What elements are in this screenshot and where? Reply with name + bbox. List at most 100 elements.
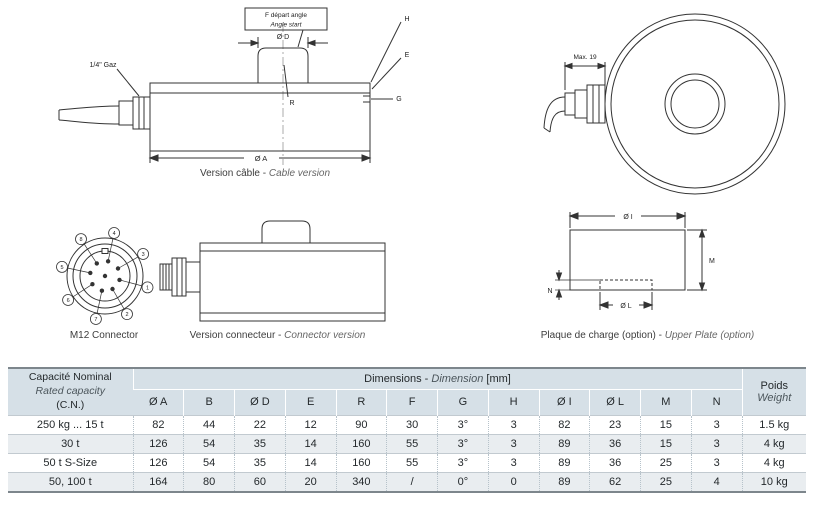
center-hole xyxy=(664,73,726,135)
capacity-header: Capacité Nominal Rated capacity (C.N.) xyxy=(8,369,133,415)
annotation-angle-start-fr: F départ angle xyxy=(265,12,307,19)
dimension-cell: 54 xyxy=(183,452,235,472)
dimension-cell: 89 xyxy=(538,471,590,491)
dimension-cell: 20 xyxy=(284,471,336,491)
connector-outer-circle xyxy=(66,237,144,315)
pin-number-7: 7 xyxy=(94,317,97,323)
upper-plate-drawing: Ø I M N Ø L xyxy=(547,212,715,310)
weight-cell: 4 kg xyxy=(741,452,806,472)
dimension-cell: 82 xyxy=(132,414,184,434)
dimension-cell: 14 xyxy=(284,433,336,453)
dimension-cell: 35 xyxy=(234,452,286,472)
column-header-m: M xyxy=(640,388,692,415)
annotation-angle-start-en: Angle start xyxy=(269,22,302,29)
cable-line xyxy=(58,105,120,111)
pin-number-1: 1 xyxy=(146,285,149,291)
angle-label-box xyxy=(244,7,328,31)
column-header-f: F xyxy=(386,388,438,415)
dimensions-header: Dimensions - Dimension [mm] xyxy=(132,369,742,389)
column-header-b: B xyxy=(183,388,235,415)
load-button-outline xyxy=(257,47,309,83)
caption-cable-version: Version câble - Cable version xyxy=(140,168,390,179)
dim-label-dia-l: Ø L xyxy=(620,303,631,310)
dimension-cell: / xyxy=(386,471,438,491)
dim-label-m: M xyxy=(709,258,715,265)
dimension-cell: 89 xyxy=(538,452,590,472)
dim-label-dia-a: Ø A xyxy=(255,154,268,163)
dim-label-r: R xyxy=(289,100,294,107)
dimension-cell: 90 xyxy=(335,414,387,434)
caption-cable-fr: Version câble - xyxy=(199,168,269,179)
side-connector xyxy=(586,84,606,124)
dimension-cell: 35 xyxy=(234,433,286,453)
dimension-cell: 160 xyxy=(335,452,387,472)
dimension-cell: 36 xyxy=(589,433,641,453)
dim-label-e: E xyxy=(405,52,410,59)
weight-cell: 4 kg xyxy=(741,433,806,453)
body-outline xyxy=(199,242,386,322)
column-header-dia-d: Ø D xyxy=(234,388,286,415)
dimension-cell: 12 xyxy=(284,414,336,434)
dimension-cell: 3 xyxy=(487,414,539,434)
dimension-cell: 164 xyxy=(132,471,184,491)
dimension-cell: 3 xyxy=(690,433,742,453)
dimensions-header-fr: Dimensions - xyxy=(364,372,432,385)
dimension-cell: 0° xyxy=(437,471,489,491)
caption-upper-plate: Plaque de charge (option) - Upper Plate … xyxy=(540,330,755,341)
dimension-cell: 55 xyxy=(386,433,438,453)
dimension-cell: 30 xyxy=(386,414,438,434)
pin-number-3: 3 xyxy=(142,252,145,258)
dimension-cell: 3 xyxy=(487,452,539,472)
weight-header: Poids Weight xyxy=(741,369,806,415)
dimension-cell: 0 xyxy=(487,471,539,491)
dimension-cell: 3 xyxy=(690,414,742,434)
dimension-cell: 23 xyxy=(589,414,641,434)
pin-contacts xyxy=(88,259,122,293)
pin-number-2: 2 xyxy=(125,312,128,318)
caption-connector-fr: Version connecteur - xyxy=(189,330,285,341)
top-view-drawing: Max. 19 xyxy=(543,13,786,195)
pin-number-5: 5 xyxy=(60,265,63,271)
dimensions-header-unit: [mm] xyxy=(483,372,511,385)
caption-plate-en: Upper Plate (option) xyxy=(664,330,755,341)
dimension-cell: 3 xyxy=(487,433,539,453)
weight-header-fr: Poids xyxy=(760,379,789,392)
dimension-cell: 3° xyxy=(437,414,489,434)
dimension-cell: 22 xyxy=(234,414,286,434)
dimension-cell: 3° xyxy=(437,452,489,472)
dimension-cell: 25 xyxy=(640,452,692,472)
dimension-cell: 82 xyxy=(538,414,590,434)
weight-header-en: Weight xyxy=(757,391,792,404)
pin-number-8: 8 xyxy=(79,237,82,243)
dimension-cell: 80 xyxy=(183,471,235,491)
dimension-cell: 160 xyxy=(335,433,387,453)
pin-callout-bubbles xyxy=(56,227,154,325)
dimension-cell: 36 xyxy=(589,452,641,472)
dimension-cell: 126 xyxy=(132,452,184,472)
outer-circle xyxy=(604,13,786,195)
caption-m12-label: M12 Connector xyxy=(69,330,139,341)
dimension-cell: 89 xyxy=(538,433,590,453)
connector-version-drawing xyxy=(159,220,386,322)
dim-label-g: G xyxy=(396,96,401,103)
connector-plug xyxy=(185,261,201,293)
weight-cell: 1.5 kg xyxy=(741,414,806,434)
caption-m12: M12 Connector xyxy=(48,330,160,341)
cable-gland xyxy=(132,96,151,130)
dimension-cell: 14 xyxy=(284,452,336,472)
column-header-dia-l: Ø L xyxy=(589,388,641,415)
capacity-header-line3: (C.N.) xyxy=(56,398,85,411)
column-header-n: N xyxy=(690,388,742,415)
column-header-dia-i: Ø I xyxy=(538,388,590,415)
capacity-cell: 30 t xyxy=(8,433,133,453)
dimension-cell: 126 xyxy=(132,433,184,453)
recess-hidden-line xyxy=(599,279,653,291)
table-header-row-1: Capacité Nominal Rated capacity (C.N.) D… xyxy=(8,369,806,415)
dimension-cell: 4 xyxy=(690,471,742,491)
column-header-r: R xyxy=(335,388,387,415)
